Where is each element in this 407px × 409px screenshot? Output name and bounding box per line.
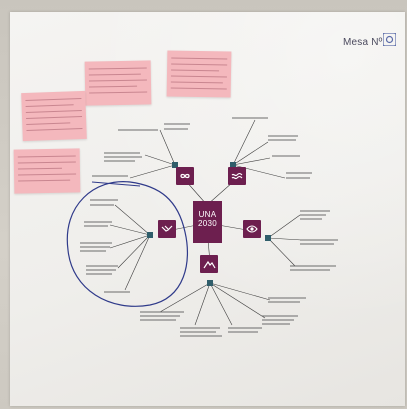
mountain-icon <box>200 255 218 273</box>
handshake-icon <box>158 220 176 238</box>
poster-title: Mesa Nº <box>343 37 383 48</box>
connector-dot <box>207 280 213 286</box>
central-hub: UNA 2030 <box>193 201 222 243</box>
connector-dot <box>230 162 236 168</box>
connector-dot <box>147 232 153 238</box>
eye-icon <box>243 220 261 238</box>
hub-label-line2: 2030 <box>198 219 217 228</box>
infinity-icon <box>176 167 194 185</box>
wave-icon <box>228 167 246 185</box>
hub-label-line1: UNA <box>198 210 217 219</box>
connector-dot <box>265 235 271 241</box>
connector-dot <box>172 162 178 168</box>
